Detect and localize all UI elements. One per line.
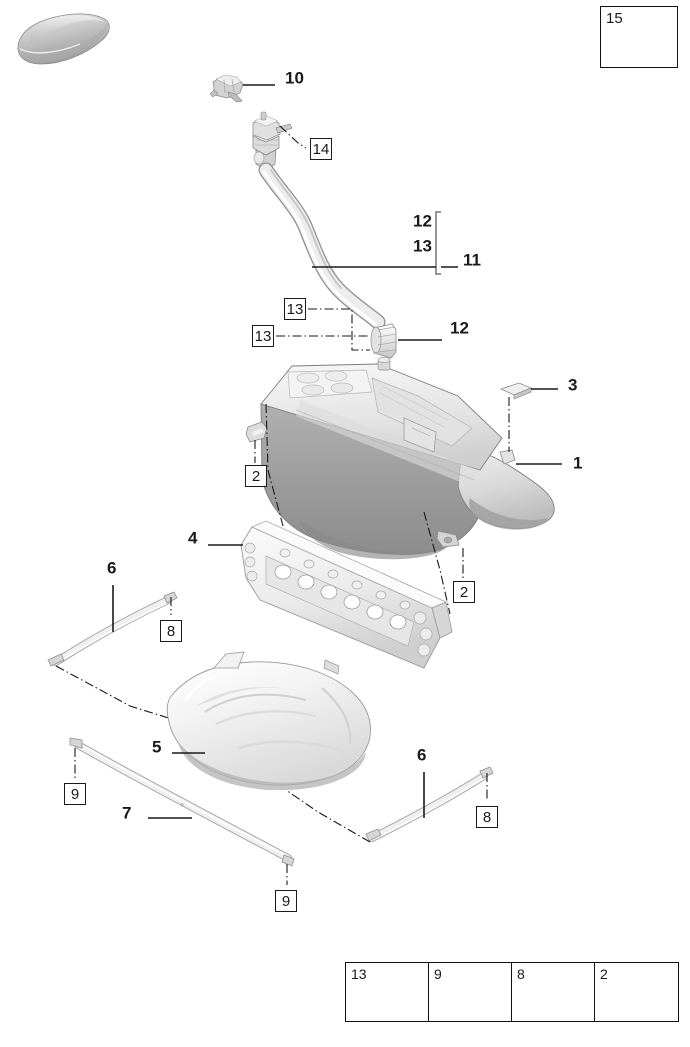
boxed-callout-8-left: 8	[160, 620, 182, 642]
callout-12-upper: 12	[413, 211, 432, 231]
callout-10: 10	[285, 68, 304, 88]
leader-14	[279, 125, 307, 149]
callout-1: 1	[573, 453, 583, 473]
filler-neck-art	[252, 111, 293, 171]
inset-panel-fuel-filter: 15	[600, 6, 678, 68]
callout-11: 11	[463, 250, 481, 270]
callout-6-lower: 6	[417, 745, 427, 765]
boxed-callout-13-lower: 13	[252, 325, 274, 347]
legend-cell-2: 2	[595, 963, 678, 1021]
legend-cell-13: 13	[346, 963, 429, 1021]
leader-strap6-to-shield	[55, 665, 176, 721]
legend-number-2: 2	[600, 966, 608, 982]
leaders-13	[276, 308, 370, 351]
callout-5: 5	[152, 737, 162, 757]
heat-shield-art	[166, 651, 371, 791]
callout-3: 3	[568, 375, 578, 395]
fastener-legend: 13 9 8 2	[345, 962, 679, 1022]
strap-6-lower-art	[365, 766, 494, 842]
car-body-silhouette-art	[17, 13, 110, 65]
leaders-2	[254, 403, 464, 615]
filler-pipe-art	[258, 162, 386, 330]
boxed-callout-9-right: 9	[275, 890, 297, 912]
boxed-callout-9-left: 9	[64, 783, 86, 805]
legend-cell-8: 8	[512, 963, 595, 1021]
boxed-callout-2-right: 2	[453, 581, 475, 603]
clip-pad-art	[499, 382, 533, 400]
callout-7: 7	[122, 803, 132, 823]
perforated-spacer-art	[240, 520, 453, 675]
vent-valve-art	[209, 74, 244, 103]
callout-12-lower: 12	[450, 318, 469, 338]
inset-panel-number: 15	[606, 10, 623, 27]
legend-number-8: 8	[517, 966, 525, 982]
legend-cell-9: 9	[429, 963, 512, 1021]
boxed-callout-14: 14	[310, 138, 332, 160]
callout-6-upper: 6	[107, 558, 117, 578]
strap-7-art	[69, 737, 295, 867]
legend-number-9: 9	[434, 966, 442, 982]
callout-13-upper: 13	[413, 236, 432, 256]
filler-hose-connector-art	[370, 323, 397, 359]
legend-number-13: 13	[351, 966, 367, 982]
callout-4: 4	[188, 528, 198, 548]
leader-strap6b-to-shield	[285, 789, 371, 843]
boxed-callout-13-upper: 13	[284, 298, 306, 320]
boxed-callout-8-right: 8	[476, 806, 498, 828]
bracket-11	[312, 211, 458, 275]
boxed-callout-2-left: 2	[245, 465, 267, 487]
